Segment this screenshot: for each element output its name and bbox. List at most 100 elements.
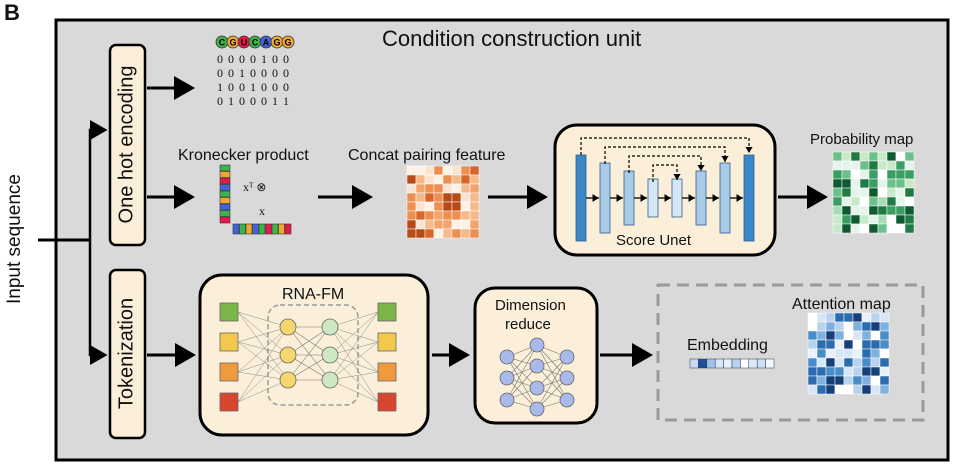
heatmap-cell [895,205,906,216]
heatmap-cell [850,223,861,234]
heatmap-cell [904,196,915,207]
heatmap-cell [877,178,888,189]
heatmap-cell [825,339,836,350]
heatmap-cell [843,375,854,386]
network-edge [329,379,379,403]
unet-block [719,162,731,234]
network-node [559,349,575,365]
heatmap-cell [850,187,861,198]
heatmap-cell [886,169,897,180]
heatmap-cell [859,160,870,171]
input-token-square [219,302,239,322]
heatmap-cell [886,178,897,189]
heatmap-cell [877,187,888,198]
heatmap-cell [415,228,426,239]
heatmap-cell [877,223,888,234]
heatmap-cell [868,187,879,198]
heatmap-cell [861,366,872,377]
heatmap-cell [886,151,897,162]
kronecker-cell [219,216,231,224]
network-node [499,370,515,386]
heatmap-cell [843,312,854,323]
heatmap-cell [442,219,453,230]
heatmap-cell [424,174,435,185]
heatmap-cell [895,178,906,189]
heatmap-cell [816,384,827,395]
embedding-cell [748,358,758,369]
heatmap-cell [406,201,417,212]
heatmap-cell [816,312,827,323]
sequence-letter: C [219,38,226,48]
heatmap-cell [843,348,854,359]
heatmap-cell [904,160,915,171]
network-node [321,346,339,364]
heatmap-cell [841,214,852,225]
network-edge [287,326,331,356]
heatmap-cell [825,375,836,386]
heatmap-cell [442,165,453,176]
heatmap-cell [433,165,444,176]
heatmap-cell [852,357,863,368]
heatmap-cell [825,357,836,368]
heatmap-cell [460,228,471,239]
heatmap-cell [861,312,872,323]
heatmap-cell [895,214,906,225]
output-token-square [377,332,397,352]
heatmap-cell [870,348,881,359]
heatmap-cell [415,174,426,185]
heatmap-cell [868,214,879,225]
network-node [279,318,297,336]
heatmap-cell [904,178,915,189]
heatmap-cell [816,357,827,368]
heatmap-cell [904,151,915,162]
heatmap-cell [816,375,827,386]
heatmap-cell [841,151,852,162]
heatmap-cell [469,228,480,239]
heatmap-cell [877,196,888,207]
heatmap-cell [886,205,897,216]
heatmap-cell [807,357,818,368]
heatmap-cell [868,205,879,216]
heatmap-cell [861,357,872,368]
network-node [279,371,297,389]
heatmap-cell [406,228,417,239]
kronecker-vector-column [219,164,231,224]
network-edge [237,326,289,343]
heatmap-cell [415,165,426,176]
kronecker-cell [219,184,231,191]
network-edge [237,354,289,373]
heatmap-cell [850,196,861,207]
kronecker-x: x [259,204,265,218]
heatmap-cell [469,210,480,221]
heatmap-cell [834,321,845,332]
heatmap-cell [832,151,843,162]
heatmap-cell [460,192,471,203]
kronecker-xt: xᵀ ⊗ [243,180,267,194]
heatmap-cell [841,169,852,180]
kronecker-cell [239,223,246,235]
network-node [529,337,545,353]
dimension-reduce-label-1: Dimension [495,297,566,314]
rna-fm-label: RNA-FM [282,286,345,303]
heatmap-cell [832,223,843,234]
heatmap-cell [415,219,426,230]
heatmap-cell [904,187,915,198]
heatmap-cell [868,169,879,180]
heatmap-cell [852,348,863,359]
heatmap-cell [895,151,906,162]
heatmap-cell [469,201,480,212]
heatmap-cell [415,201,426,212]
one-hot-row: 0 0 1 0 0 0 0 [217,66,290,80]
heatmap-cell [469,219,480,230]
heatmap-cell [852,330,863,341]
network-edge [237,311,289,328]
heatmap-cell [859,214,870,225]
sequence-letter: A [263,38,270,48]
branch-bottom [88,240,108,365]
heatmap-cell [861,375,872,386]
one-hot-box [108,43,147,247]
network-node [321,371,339,389]
network-edge [237,326,289,403]
heatmap-cell [841,196,852,207]
